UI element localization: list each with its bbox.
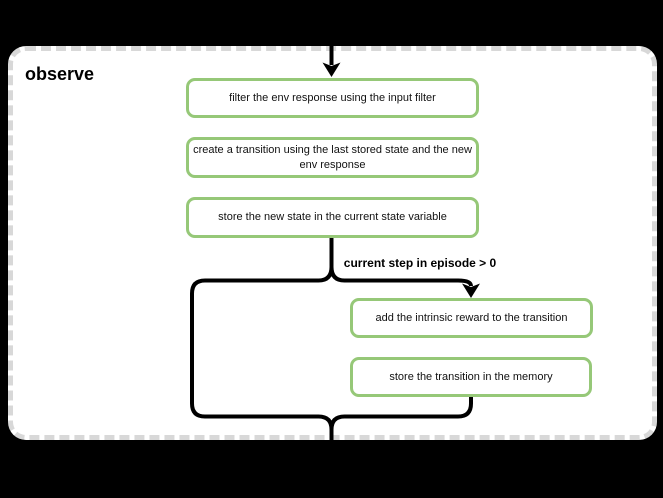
node-label: add the intrinsic reward to the transiti…	[375, 311, 568, 324]
subgraph-title: observe	[25, 64, 95, 84]
node-label: create a transition using the last store…	[193, 143, 472, 171]
node-add-intrinsic-reward: add the intrinsic reward to the transiti…	[350, 298, 593, 338]
node-create-transition: create a transition using the last store…	[186, 137, 479, 178]
node-filter-env-response: filter the env response using the input …	[186, 78, 479, 118]
edge-condition-label: current step in episode > 0	[343, 256, 497, 270]
node-label: store the transition in the memory	[389, 370, 553, 383]
node-store-new-state: store the new state in the current state…	[186, 197, 479, 238]
node-label: filter the env response using the input …	[229, 91, 436, 104]
node-store-transition-memory: store the transition in the memory	[350, 357, 592, 397]
node-label: store the new state in the current state…	[218, 211, 447, 224]
